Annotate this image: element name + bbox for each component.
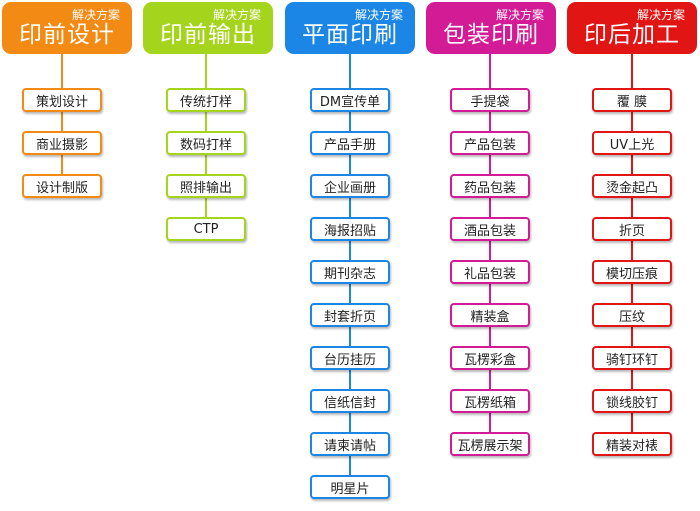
service-item[interactable]: 折页 bbox=[592, 217, 672, 241]
header-subtitle: 解决方案 bbox=[636, 8, 685, 22]
service-item[interactable]: 传统打样 bbox=[166, 88, 246, 112]
service-item[interactable]: 商业摄影 bbox=[22, 131, 102, 155]
service-item[interactable]: 骑钉环钉 bbox=[592, 346, 672, 370]
column-header: 解决方案平面印刷 bbox=[285, 2, 415, 54]
connector-line bbox=[61, 54, 63, 186]
service-item[interactable]: 模切压痕 bbox=[592, 260, 672, 284]
column-header: 解决方案印前输出 bbox=[143, 2, 273, 54]
service-item[interactable]: DM宣传单 bbox=[310, 88, 390, 112]
service-item[interactable]: 台历挂历 bbox=[310, 346, 390, 370]
connector-line bbox=[631, 54, 633, 444]
header-subtitle: 解决方案 bbox=[71, 8, 120, 22]
service-item[interactable]: 照排输出 bbox=[166, 174, 246, 198]
column-postpress: 解决方案印后加工覆 膜 UV上光烫金起凸折页模切压痕压纹骑钉环钉锁线胶钉精装对裱 bbox=[567, 0, 699, 511]
header-title: 包装印刷 bbox=[443, 22, 539, 48]
service-item[interactable]: 信纸信封 bbox=[310, 389, 390, 413]
service-item[interactable]: 海报招贴 bbox=[310, 217, 390, 241]
service-item[interactable]: 药品包装 bbox=[450, 174, 530, 198]
service-item[interactable]: 瓦楞纸箱 bbox=[450, 389, 530, 413]
service-item[interactable]: 精装盒 bbox=[450, 303, 530, 327]
service-item[interactable]: 酒品包装 bbox=[450, 217, 530, 241]
service-item[interactable]: 覆 膜 bbox=[592, 88, 672, 112]
service-item[interactable]: 产品手册 bbox=[310, 131, 390, 155]
column-offset-printing: 解决方案平面印刷 DM宣传单产品手册企业画册海报招贴期刊杂志封套折页台历挂历信纸信… bbox=[285, 0, 417, 511]
header-title: 平面印刷 bbox=[302, 22, 398, 48]
service-item[interactable]: 请柬请帖 bbox=[310, 432, 390, 456]
service-item[interactable]: 明星片 bbox=[310, 475, 390, 499]
column-packaging-printing: 解决方案包装印刷手提袋产品包装药品包装酒品包装礼品包装精装盒瓦楞彩盒瓦楞纸箱瓦楞… bbox=[426, 0, 558, 511]
service-item[interactable]: 压纹 bbox=[592, 303, 672, 327]
service-item[interactable]: 精装对裱 bbox=[592, 432, 672, 456]
service-item[interactable]: 瓦楞展示架 bbox=[450, 432, 530, 456]
service-item[interactable]: 烫金起凸 bbox=[592, 174, 672, 198]
service-item[interactable]: 企业画册 bbox=[310, 174, 390, 198]
service-item[interactable]: CTP bbox=[166, 217, 246, 241]
service-item[interactable]: 期刊杂志 bbox=[310, 260, 390, 284]
column-header: 解决方案印前设计 bbox=[2, 2, 132, 54]
header-subtitle: 解决方案 bbox=[212, 8, 261, 22]
service-item[interactable]: 封套折页 bbox=[310, 303, 390, 327]
header-subtitle: 解决方案 bbox=[495, 8, 544, 22]
column-prepress-output: 解决方案印前输出传统打样数码打样照排输出 CTP bbox=[143, 0, 275, 511]
service-item[interactable]: 数码打样 bbox=[166, 131, 246, 155]
service-item[interactable]: UV上光 bbox=[592, 131, 672, 155]
service-item[interactable]: 手提袋 bbox=[450, 88, 530, 112]
column-header: 解决方案包装印刷 bbox=[426, 2, 556, 54]
header-title: 印后加工 bbox=[584, 22, 680, 48]
header-title: 印前设计 bbox=[19, 22, 115, 48]
column-prepress-design: 解决方案印前设计策划设计商业摄影设计制版 bbox=[2, 0, 134, 511]
service-item[interactable]: 产品包装 bbox=[450, 131, 530, 155]
service-item[interactable]: 策划设计 bbox=[22, 88, 102, 112]
header-title: 印前输出 bbox=[160, 22, 256, 48]
service-item[interactable]: 瓦楞彩盒 bbox=[450, 346, 530, 370]
service-item[interactable]: 锁线胶钉 bbox=[592, 389, 672, 413]
header-subtitle: 解决方案 bbox=[354, 8, 403, 22]
connector-line bbox=[489, 54, 491, 444]
service-item[interactable]: 礼品包装 bbox=[450, 260, 530, 284]
column-header: 解决方案印后加工 bbox=[567, 2, 697, 54]
service-item[interactable]: 设计制版 bbox=[22, 174, 102, 198]
